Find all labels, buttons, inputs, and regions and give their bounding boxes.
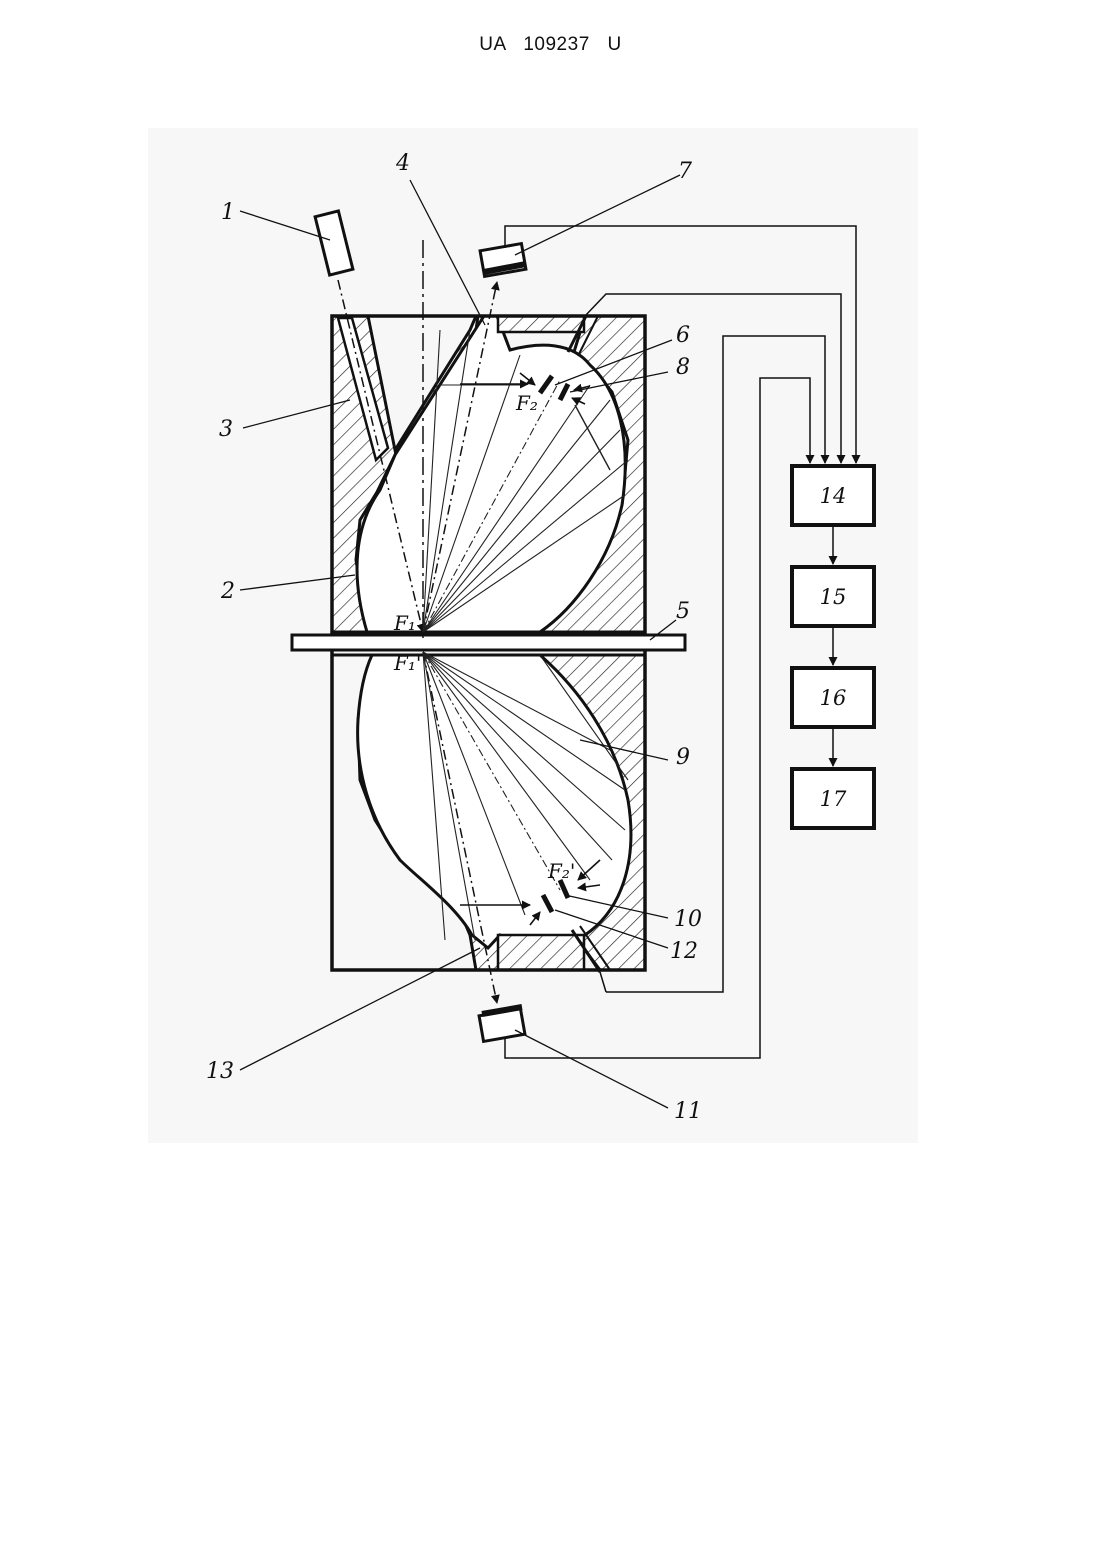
label-5: 5 (676, 599, 690, 624)
label-2: 2 (220, 579, 235, 604)
block-15-label: 15 (820, 585, 847, 609)
focus-f1-bottom-label: F₁' (393, 651, 421, 675)
label-8: 8 (676, 355, 690, 380)
label-13: 13 (206, 1059, 234, 1084)
focus-f2-bottom-label: F₂' (547, 859, 575, 883)
block-16-label: 16 (820, 686, 847, 710)
focus-f2-top-label: F₂ (515, 391, 538, 415)
label-12: 12 (670, 939, 698, 964)
label-9: 9 (676, 745, 690, 770)
upper-housing (332, 316, 645, 632)
label-4: 4 (395, 151, 410, 176)
label-3: 3 (219, 417, 233, 442)
label-10: 10 (674, 907, 702, 932)
focus-f1-top-label: F₁ (393, 611, 416, 635)
label-6: 6 (676, 323, 690, 348)
sample-plate (292, 635, 685, 650)
label-11: 11 (674, 1099, 702, 1124)
block-17-label: 17 (820, 787, 847, 811)
label-1: 1 (221, 200, 235, 225)
upper-top-wall (498, 316, 584, 332)
block-14-label: 14 (820, 484, 847, 508)
label-7: 7 (678, 159, 692, 184)
